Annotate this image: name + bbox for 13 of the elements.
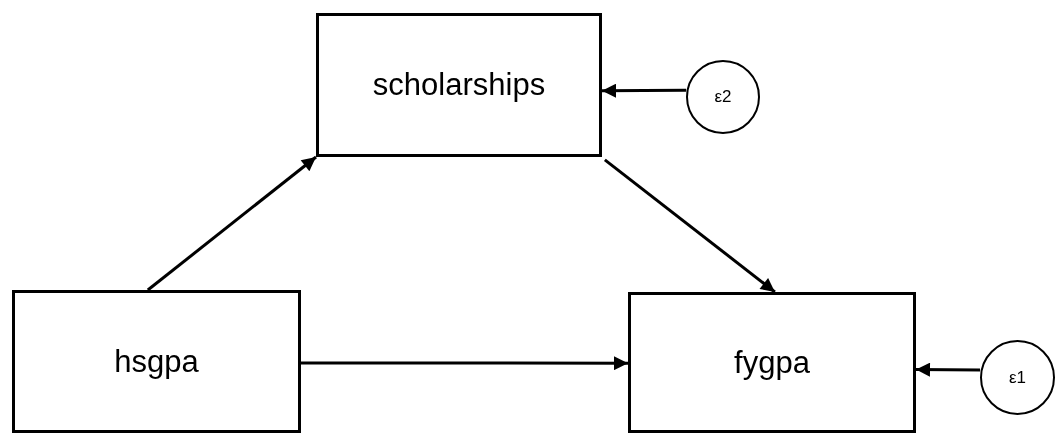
variable-name: ε2 (714, 87, 732, 107)
variable-box (628, 292, 916, 433)
variable-name: ε1 (1008, 367, 1026, 388)
path-arrow (916, 362, 980, 377)
path-arrow (301, 356, 628, 371)
variable-box (12, 290, 301, 433)
variable-box (316, 13, 602, 157)
variable-name: fygpa (734, 344, 810, 381)
variable-name: hsgpa (114, 343, 199, 380)
variable-name: scholarships (372, 67, 546, 103)
path-arrow (602, 83, 686, 98)
path-arrow (146, 155, 317, 292)
path-arrow (603, 158, 776, 294)
